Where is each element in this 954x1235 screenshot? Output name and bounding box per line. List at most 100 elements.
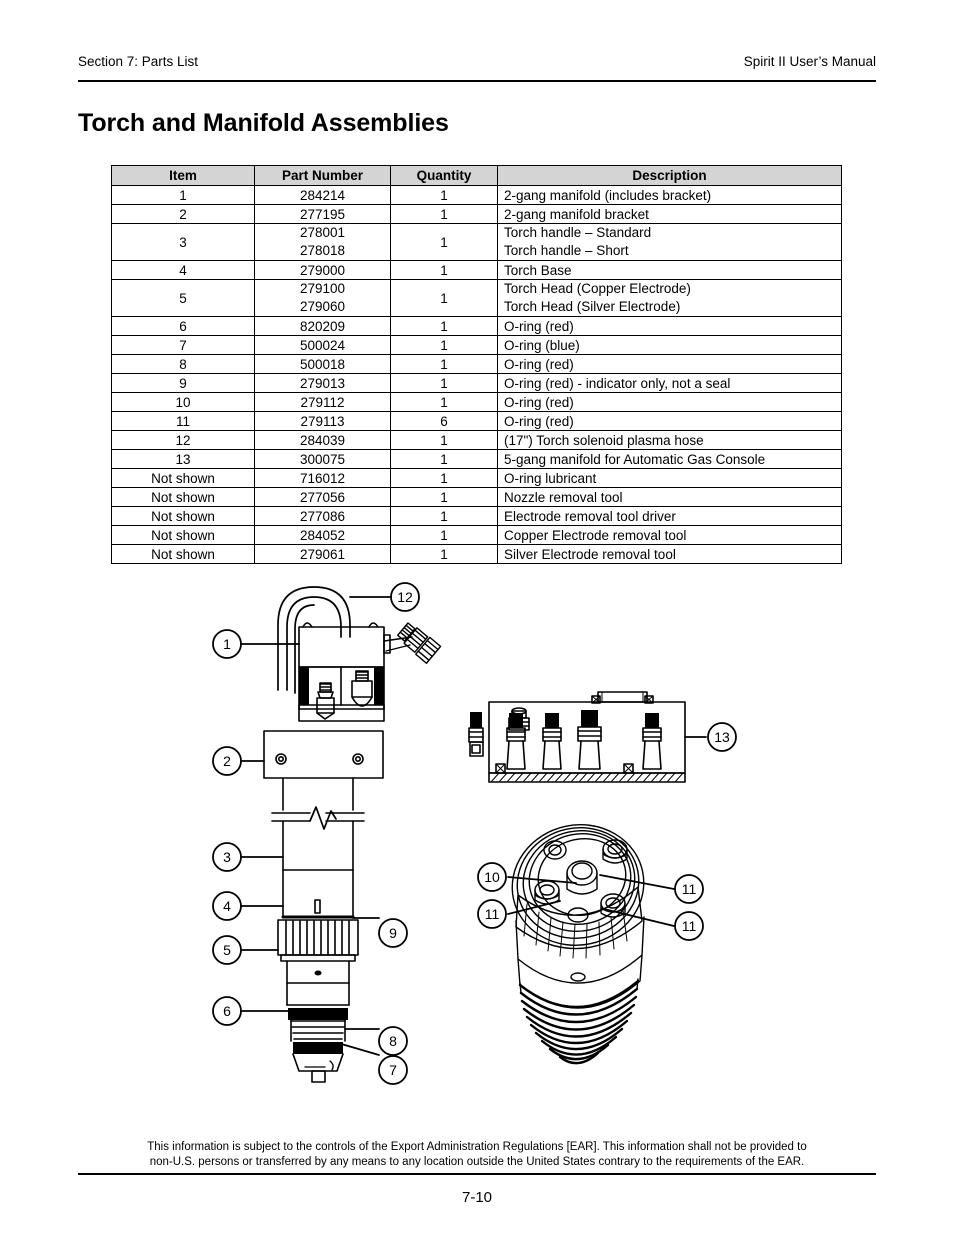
cell-description: (17") Torch solenoid plasma hose bbox=[497, 430, 842, 450]
cell-quantity: 1 bbox=[390, 506, 498, 526]
page-number: 7-10 bbox=[461, 1189, 493, 1206]
page-title: Torch and Manifold Assemblies bbox=[78, 109, 449, 137]
cell-quantity: 1 bbox=[390, 316, 498, 336]
header-section-label: Section 7: Parts List bbox=[78, 54, 199, 69]
cell-description: O-ring lubricant bbox=[497, 468, 842, 488]
five-gang-manifold-body bbox=[468, 691, 707, 783]
cell-description: 2-gang manifold bracket bbox=[497, 204, 842, 224]
header-manual-title: Spirit II User’s Manual bbox=[743, 54, 876, 69]
cell-part-number: 284039 bbox=[254, 430, 391, 450]
cell-quantity: 1 bbox=[390, 204, 498, 224]
cell-item: Not shown bbox=[111, 544, 255, 564]
cell-quantity: 1 bbox=[390, 279, 498, 317]
manifold-valve bbox=[577, 710, 602, 770]
hose-fittings bbox=[383, 622, 442, 664]
cell-item: 13 bbox=[111, 449, 255, 469]
callout-6: 6 bbox=[212, 996, 242, 1026]
callout-7: 7 bbox=[378, 1055, 408, 1085]
callout-10: 10 bbox=[477, 862, 507, 892]
torch-and-manifold-figure: 1 2 3 4 5 6 7 8 bbox=[0, 565, 954, 1110]
cell-description: O-ring (red) bbox=[497, 354, 842, 374]
manifold-valve bbox=[642, 713, 662, 770]
cell-item: 10 bbox=[111, 392, 255, 412]
callout-7-label: 7 bbox=[389, 1062, 397, 1078]
callout-3: 3 bbox=[212, 842, 242, 872]
cell-item: 8 bbox=[111, 354, 255, 374]
callout-5: 5 bbox=[212, 935, 242, 965]
cell-item: 11 bbox=[111, 411, 255, 431]
cell-item: 7 bbox=[111, 335, 255, 355]
manifold-bracket bbox=[263, 730, 384, 779]
torch-head-detail bbox=[511, 824, 645, 1065]
cell-item: 4 bbox=[111, 260, 255, 280]
manifold-block bbox=[298, 622, 391, 668]
cell-part-number: 277195 bbox=[254, 204, 391, 224]
cell-item: Not shown bbox=[111, 506, 255, 526]
plasma-hose bbox=[277, 586, 351, 694]
callout-3-label: 3 bbox=[223, 849, 231, 865]
callout-11-left: 11 bbox=[477, 899, 507, 929]
cell-item: 2 bbox=[111, 204, 255, 224]
callout-11-bottom-right: 11 bbox=[674, 911, 704, 941]
torch-handle bbox=[271, 777, 365, 871]
cell-item: Not shown bbox=[111, 487, 255, 507]
oring-port bbox=[602, 839, 628, 864]
ear-notice: This information is subject to the contr… bbox=[78, 1140, 876, 1175]
callout-leaders-head bbox=[507, 874, 675, 927]
column-header-item: Item bbox=[111, 165, 255, 186]
callout-11a-label: 11 bbox=[682, 881, 697, 897]
callout-9-label: 9 bbox=[389, 925, 397, 941]
cell-item: Not shown bbox=[111, 525, 255, 545]
cell-description: Torch Head (Copper Electrode)Torch Head … bbox=[497, 279, 842, 317]
cell-part-number: 277086 bbox=[254, 506, 391, 526]
cell-quantity: 1 bbox=[390, 185, 498, 205]
cell-item: 12 bbox=[111, 430, 255, 450]
callout-1-label: 1 bbox=[223, 636, 231, 652]
callout-11-top-right: 11 bbox=[674, 874, 704, 904]
cell-description: Torch Base bbox=[497, 260, 842, 280]
callout-6-label: 6 bbox=[223, 1003, 231, 1019]
cell-quantity: 1 bbox=[390, 260, 498, 280]
callout-leaders-left bbox=[239, 643, 300, 1012]
cell-quantity: 1 bbox=[390, 468, 498, 488]
cell-quantity: 1 bbox=[390, 354, 498, 374]
cell-description: O-ring (red) bbox=[497, 316, 842, 336]
callout-8-label: 8 bbox=[389, 1033, 397, 1049]
cell-description: O-ring (red) - indicator only, not a sea… bbox=[497, 373, 842, 393]
cell-quantity: 1 bbox=[390, 487, 498, 507]
callout-2-label: 2 bbox=[223, 753, 231, 769]
ear-notice-line-2: non-U.S. persons or transferred by any m… bbox=[149, 1156, 805, 1168]
callout-2: 2 bbox=[212, 746, 242, 776]
manifold-valve bbox=[542, 713, 562, 770]
column-header-quantity: Quantity bbox=[390, 165, 498, 186]
cell-description: 5-gang manifold for Automatic Gas Consol… bbox=[497, 449, 842, 469]
torch-nozzle bbox=[290, 1019, 346, 1083]
cell-part-number: 279013 bbox=[254, 373, 391, 393]
cell-item: 3 bbox=[111, 223, 255, 261]
page-footer: This information is subject to the contr… bbox=[78, 1140, 876, 1206]
cell-item: Not shown bbox=[111, 468, 255, 488]
cell-description: O-ring (blue) bbox=[497, 335, 842, 355]
cell-description: Copper Electrode removal tool bbox=[497, 525, 842, 545]
cell-description: O-ring (red) bbox=[497, 392, 842, 412]
cell-part-number: 279061 bbox=[254, 544, 391, 564]
callout-12: 12 bbox=[390, 582, 420, 612]
table-header-row: Item Part Number Quantity Description bbox=[111, 165, 842, 186]
callout-1: 1 bbox=[212, 629, 242, 659]
cell-quantity: 1 bbox=[390, 544, 498, 564]
torch-collar bbox=[277, 919, 359, 962]
oring-port bbox=[534, 880, 560, 905]
